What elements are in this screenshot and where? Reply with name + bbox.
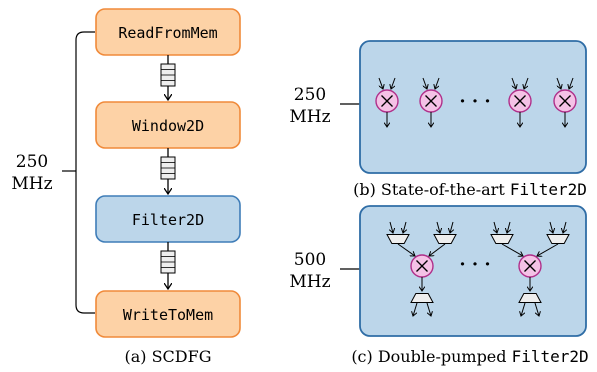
clock-label-value: 500 <box>294 250 326 270</box>
ellipsis: · · · <box>459 91 490 112</box>
multiplexer-icon <box>410 293 434 303</box>
svg-text:Window2D: Window2D <box>132 117 204 135</box>
clock-label-unit: MHz <box>11 174 52 194</box>
node-filter2d: Filter2D <box>95 195 241 243</box>
multiplexer-icon <box>546 234 570 244</box>
double-pumped-units <box>386 221 570 316</box>
caption-c: (c) Double-pumped Filter2D <box>351 347 588 366</box>
multiplier-circle-icon <box>508 77 532 127</box>
scdfg-diagram: 250 MHz ReadFromMem Window2D Filter2D Wr… <box>11 8 241 366</box>
node-write-to-mem: WriteToMem <box>95 290 241 338</box>
filter2d-panel <box>359 40 587 174</box>
panel-c-double-pumped: 500 MHz · · · (c) Double-pumped Filter2D <box>289 205 589 366</box>
svg-text:WriteToMem: WriteToMem <box>123 306 213 324</box>
node-read-from-mem: ReadFromMem <box>95 8 241 56</box>
caption-a: (a) SCDFG <box>124 347 211 366</box>
fifo-buffer-icon <box>160 148 176 194</box>
clock-label-unit: MHz <box>289 272 330 292</box>
multiplier-circle-icon <box>553 77 577 127</box>
svg-text:Filter2D: Filter2D <box>132 211 204 229</box>
clock-label-unit: MHz <box>289 107 330 127</box>
svg-text:ReadFromMem: ReadFromMem <box>118 24 217 42</box>
panel-b-state-of-the-art: 250 MHz · · · (b) State-of-the-art Filte… <box>289 40 587 199</box>
multiplier-circle-icon <box>518 254 542 278</box>
multiplexer-icon <box>518 293 542 303</box>
clock-label-value: 250 <box>294 85 326 105</box>
node-window2d: Window2D <box>95 101 241 149</box>
multiplexer-icon <box>386 234 410 244</box>
multiplexer-icon <box>433 234 457 244</box>
clock-domain-bracket <box>75 31 95 314</box>
multiplier-circle-icon <box>375 77 399 127</box>
clock-label-value: 250 <box>16 152 48 172</box>
caption-b: (b) State-of-the-art Filter2D <box>353 180 587 199</box>
fifo-buffer-icon <box>160 242 176 289</box>
multiplexer-icon <box>490 234 514 244</box>
fifo-buffer-icon <box>160 55 176 100</box>
multiplier-circle-icon <box>410 254 434 278</box>
ellipsis: · · · <box>459 254 490 275</box>
double-pumped-unit <box>386 221 457 316</box>
multiplier-circle-icon <box>419 77 443 127</box>
multiplier-row <box>375 77 577 127</box>
double-pumped-unit <box>490 221 570 316</box>
